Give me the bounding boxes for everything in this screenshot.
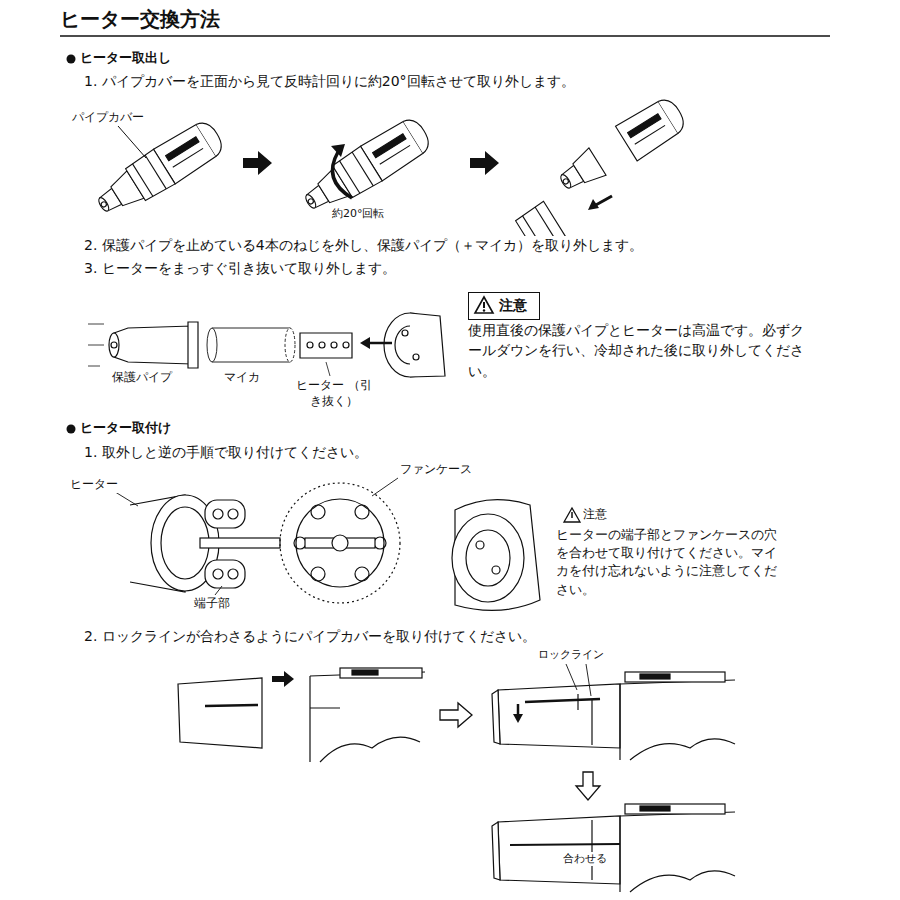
turn-arrowhead: [513, 714, 523, 723]
caution-text: 使用直後の保護パイプとヒーターは高温です。必ずクールダウンを行い、冷却された後に…: [468, 320, 808, 381]
bullet: [67, 425, 76, 434]
rotation-arrow: [332, 152, 352, 198]
caution-text: ヒーターの端子部とファンケースの穴を合わせて取り付けてください。マイカを付け忘れ…: [556, 526, 778, 599]
step-arrow: [470, 151, 499, 175]
caution-heading: 注意: [499, 296, 527, 314]
page-title: ヒーター交換方法: [60, 6, 220, 32]
part-label: ファンケース: [400, 462, 472, 478]
part-label: ヒーター （引き抜く）: [296, 378, 372, 409]
leader-line: [566, 664, 577, 690]
push-arrow: [272, 671, 294, 687]
step-text: 3. ヒーターをまっすぐ引き抜いて取り外します。: [84, 259, 874, 277]
part-label: ヒーター: [70, 477, 118, 493]
heat-gun-figure: [90, 116, 228, 223]
section-heading: ヒーター取付け: [80, 420, 171, 437]
section-heading: ヒーター取出し: [80, 50, 171, 67]
step-text: 1. 取外しと逆の手順で取り付けてください。: [84, 443, 874, 461]
part-label: 合わせる: [563, 852, 607, 866]
step-arrow: [576, 772, 600, 800]
leader-line: [586, 664, 591, 696]
part-label: パイプカバー: [72, 110, 144, 125]
leader-line: [326, 362, 330, 376]
heater-figure: [130, 495, 280, 592]
remove-arrow: [594, 196, 612, 206]
remove-arrowhead: [588, 199, 599, 210]
heat-gun-figure: [297, 113, 435, 220]
magnified-detail: [280, 483, 400, 603]
part-label: 端子部: [194, 596, 230, 612]
part-label: 保護パイプ: [112, 370, 172, 386]
bullet: [67, 55, 76, 64]
caution-icon: [473, 295, 495, 315]
caution-box: 注意: [468, 292, 540, 320]
leader-line: [372, 478, 398, 496]
pull-arrowhead: [360, 337, 370, 349]
part-label: ロックライン: [538, 648, 604, 662]
step-arrow: [243, 151, 272, 175]
caution-heading: 注意: [583, 507, 607, 523]
heat-gun-figure: [515, 93, 690, 253]
lock-figure-after: [492, 804, 735, 892]
step-arrow: [440, 703, 472, 727]
exploded-view: [88, 313, 445, 377]
step-text: 1. パイプカバーを正面から見て反時計回りに約20°回転させて取り外します。: [84, 72, 874, 90]
pull-arrow: [368, 342, 392, 345]
step-text: 2. ロックラインが合わさるようにパイプカバーを取り付けてください。: [84, 627, 874, 645]
title-rule: [60, 35, 830, 37]
caution-icon: [564, 508, 580, 522]
lock-figure-turn: [492, 672, 735, 760]
rotation-label: 約20°回転: [332, 207, 385, 221]
leader-line: [215, 586, 222, 595]
lock-figure-before: [178, 668, 425, 762]
fan-case-figure: [452, 500, 540, 611]
rotation-arrowhead: [331, 144, 345, 157]
part-label: マイカ: [224, 370, 260, 386]
leader-line: [118, 126, 146, 158]
step-text: 2. 保護パイプを止めている4本のねじを外し、保護パイプ（＋マイカ）を取り外しま…: [84, 236, 874, 254]
